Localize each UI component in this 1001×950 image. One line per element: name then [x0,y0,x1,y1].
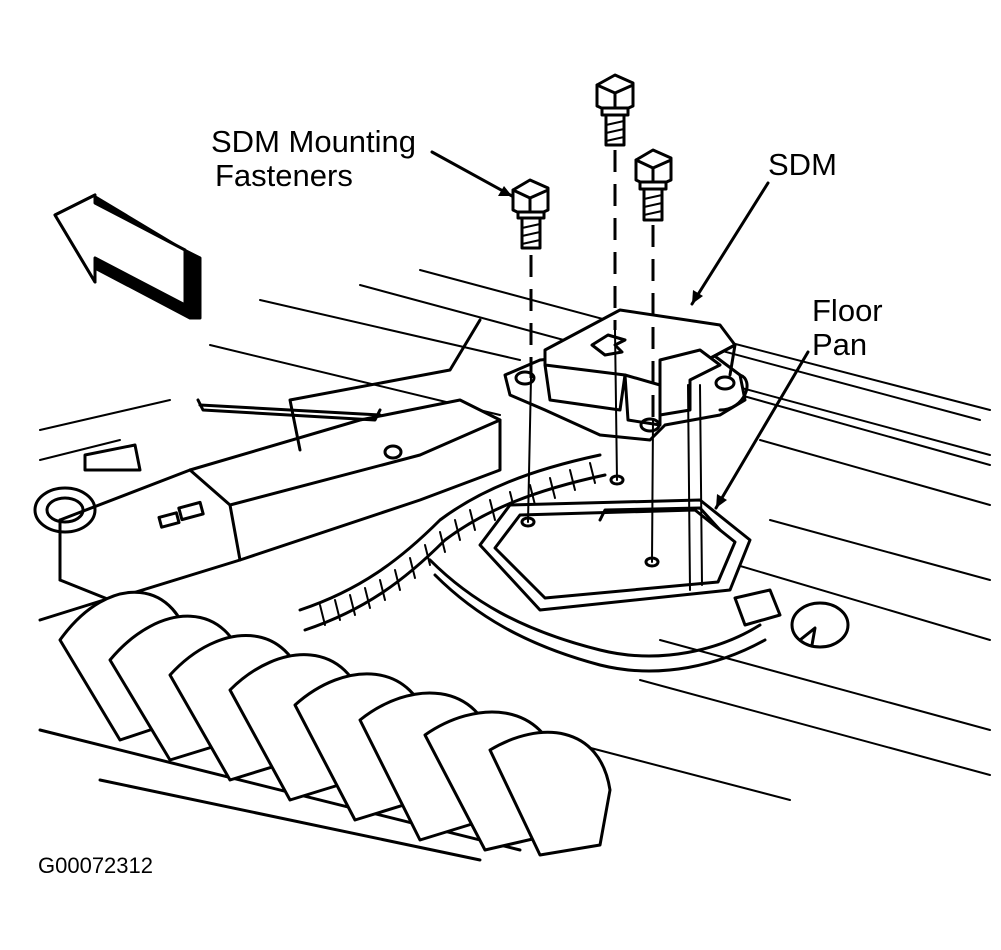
floor-lines [39,269,991,801]
figure-code: G00072312 [38,853,153,878]
fasteners-label: SDM Mounting Fasteners [211,125,416,193]
floor-pan-recess [478,474,752,612]
sdm-label: SDM [768,147,837,182]
bolt-icon [511,178,550,250]
floor-pan-label: Floor Pan [812,294,883,362]
wiring-harness [298,453,850,673]
forward-arrow-icon [53,193,202,320]
sdm-module [503,308,749,442]
fasteners-label-line1: SDM Mounting [211,124,417,159]
leader-lines [430,150,810,510]
bolt-icon [634,148,673,222]
cross-member-bracket [33,318,502,602]
installation-guides [527,150,703,591]
fasteners-label-line2: Fasteners [215,158,353,193]
bolt-icon [595,73,635,147]
corrugated-tube [38,590,612,862]
floor-pan-label-line2: Pan [812,327,868,362]
floor-pan-label-line1: Floor [812,293,883,328]
